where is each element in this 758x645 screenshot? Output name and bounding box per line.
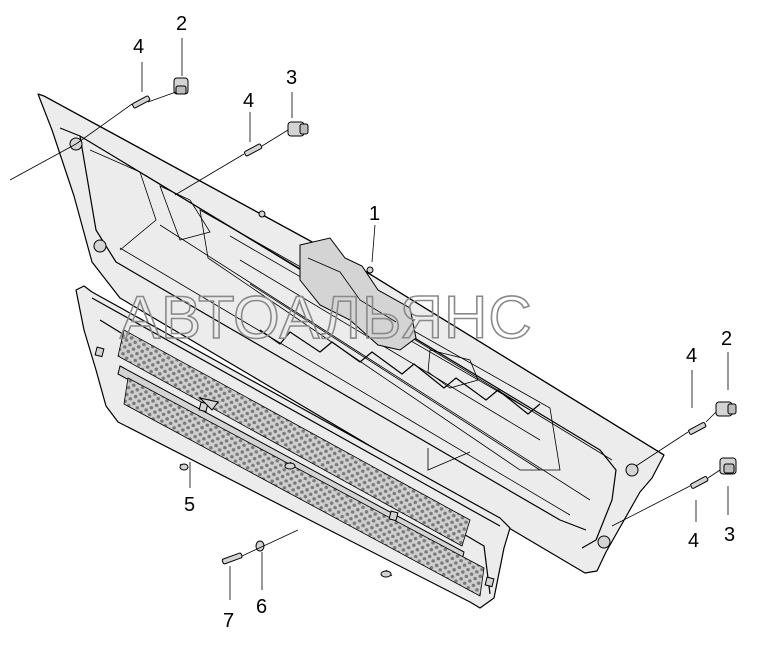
screw-part-4-upper-middle [244, 143, 263, 157]
callout-7: 7 [223, 610, 234, 632]
screw-part-7 [221, 552, 243, 565]
leader-lines [9, 38, 729, 600]
callout-1: 1 [369, 203, 380, 225]
callout-4-upper-left: 4 [133, 36, 144, 58]
watermark-text: АВТОАЛЬЯНС [120, 284, 533, 351]
callout-5: 5 [184, 494, 195, 516]
callout-4-right-lower: 4 [688, 530, 699, 552]
callout-4-right-upper: 4 [686, 345, 697, 367]
callout-labels: 1 2 2 3 3 4 4 4 4 5 6 7 [133, 13, 735, 632]
callout-6: 6 [256, 596, 267, 618]
clip-part-3-upper [287, 121, 309, 137]
lower-mesh-grille [75, 285, 511, 609]
upper-grille-frame [37, 93, 665, 574]
screw-part-4-right-lower [690, 476, 709, 489]
callout-2-upper: 2 [176, 13, 187, 35]
callout-4-upper-middle: 4 [243, 90, 254, 112]
clip-part-2-right [715, 401, 737, 417]
clip-part-2-upper [173, 77, 189, 95]
screw-part-4-upper-left [132, 95, 151, 109]
screw-part-4-right-upper [688, 422, 707, 435]
clip-part-3-right [719, 457, 737, 475]
callout-3-right: 3 [724, 524, 735, 546]
callout-2-right: 2 [721, 328, 732, 350]
callout-3-upper: 3 [286, 67, 297, 89]
